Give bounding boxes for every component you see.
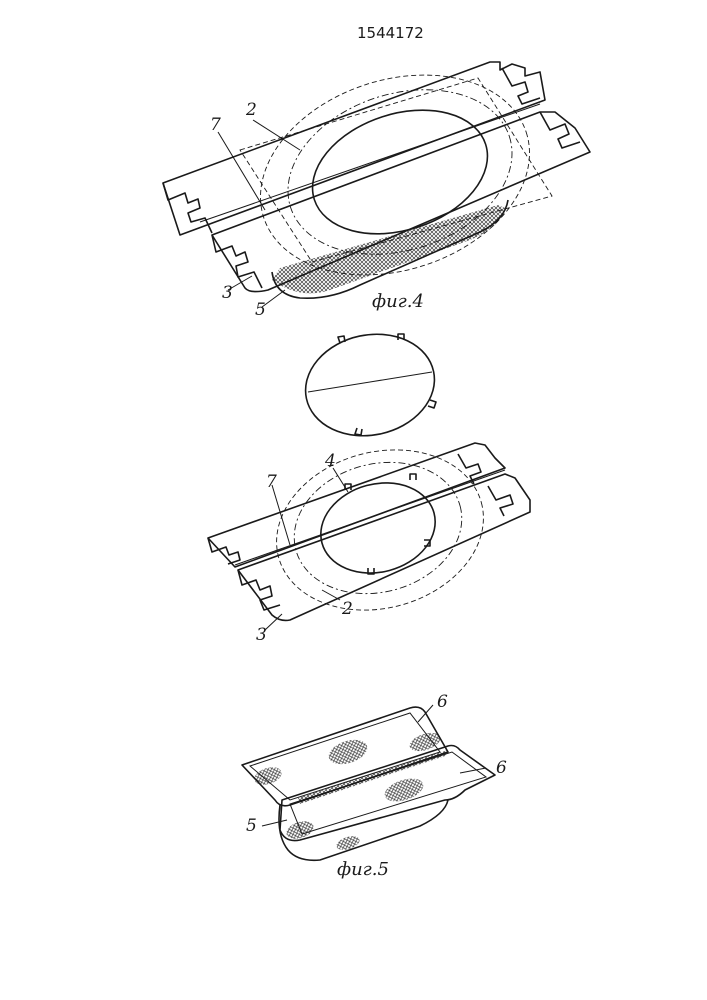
exploded-oval-insert — [296, 323, 444, 448]
patent-number: 1544172 — [357, 24, 424, 42]
figure-4-assembled-holder — [163, 42, 590, 308]
figure-5-folded-pouch — [242, 705, 495, 860]
exploded-callout-4: 4 — [324, 451, 336, 471]
fig4-callout-5: 5 — [255, 300, 266, 320]
fig4-caption: фиг.4 — [372, 291, 424, 312]
fig4-callout-3: 3 — [222, 283, 233, 303]
exploded-callout-7: 7 — [266, 472, 277, 492]
fig4-callout-2: 2 — [245, 100, 257, 120]
fig5-caption: фиг.5 — [337, 859, 389, 880]
fig5-callout-5: 5 — [246, 816, 257, 836]
fig5-callout-6-top: 6 — [437, 692, 448, 712]
exploded-callout-3: 3 — [256, 625, 267, 645]
fig4-callout-7: 7 — [210, 115, 221, 135]
exploded-callout-2: 2 — [341, 599, 353, 619]
exploded-plate-assembly — [208, 427, 530, 632]
fig5-callout-6-right: 6 — [496, 758, 507, 778]
